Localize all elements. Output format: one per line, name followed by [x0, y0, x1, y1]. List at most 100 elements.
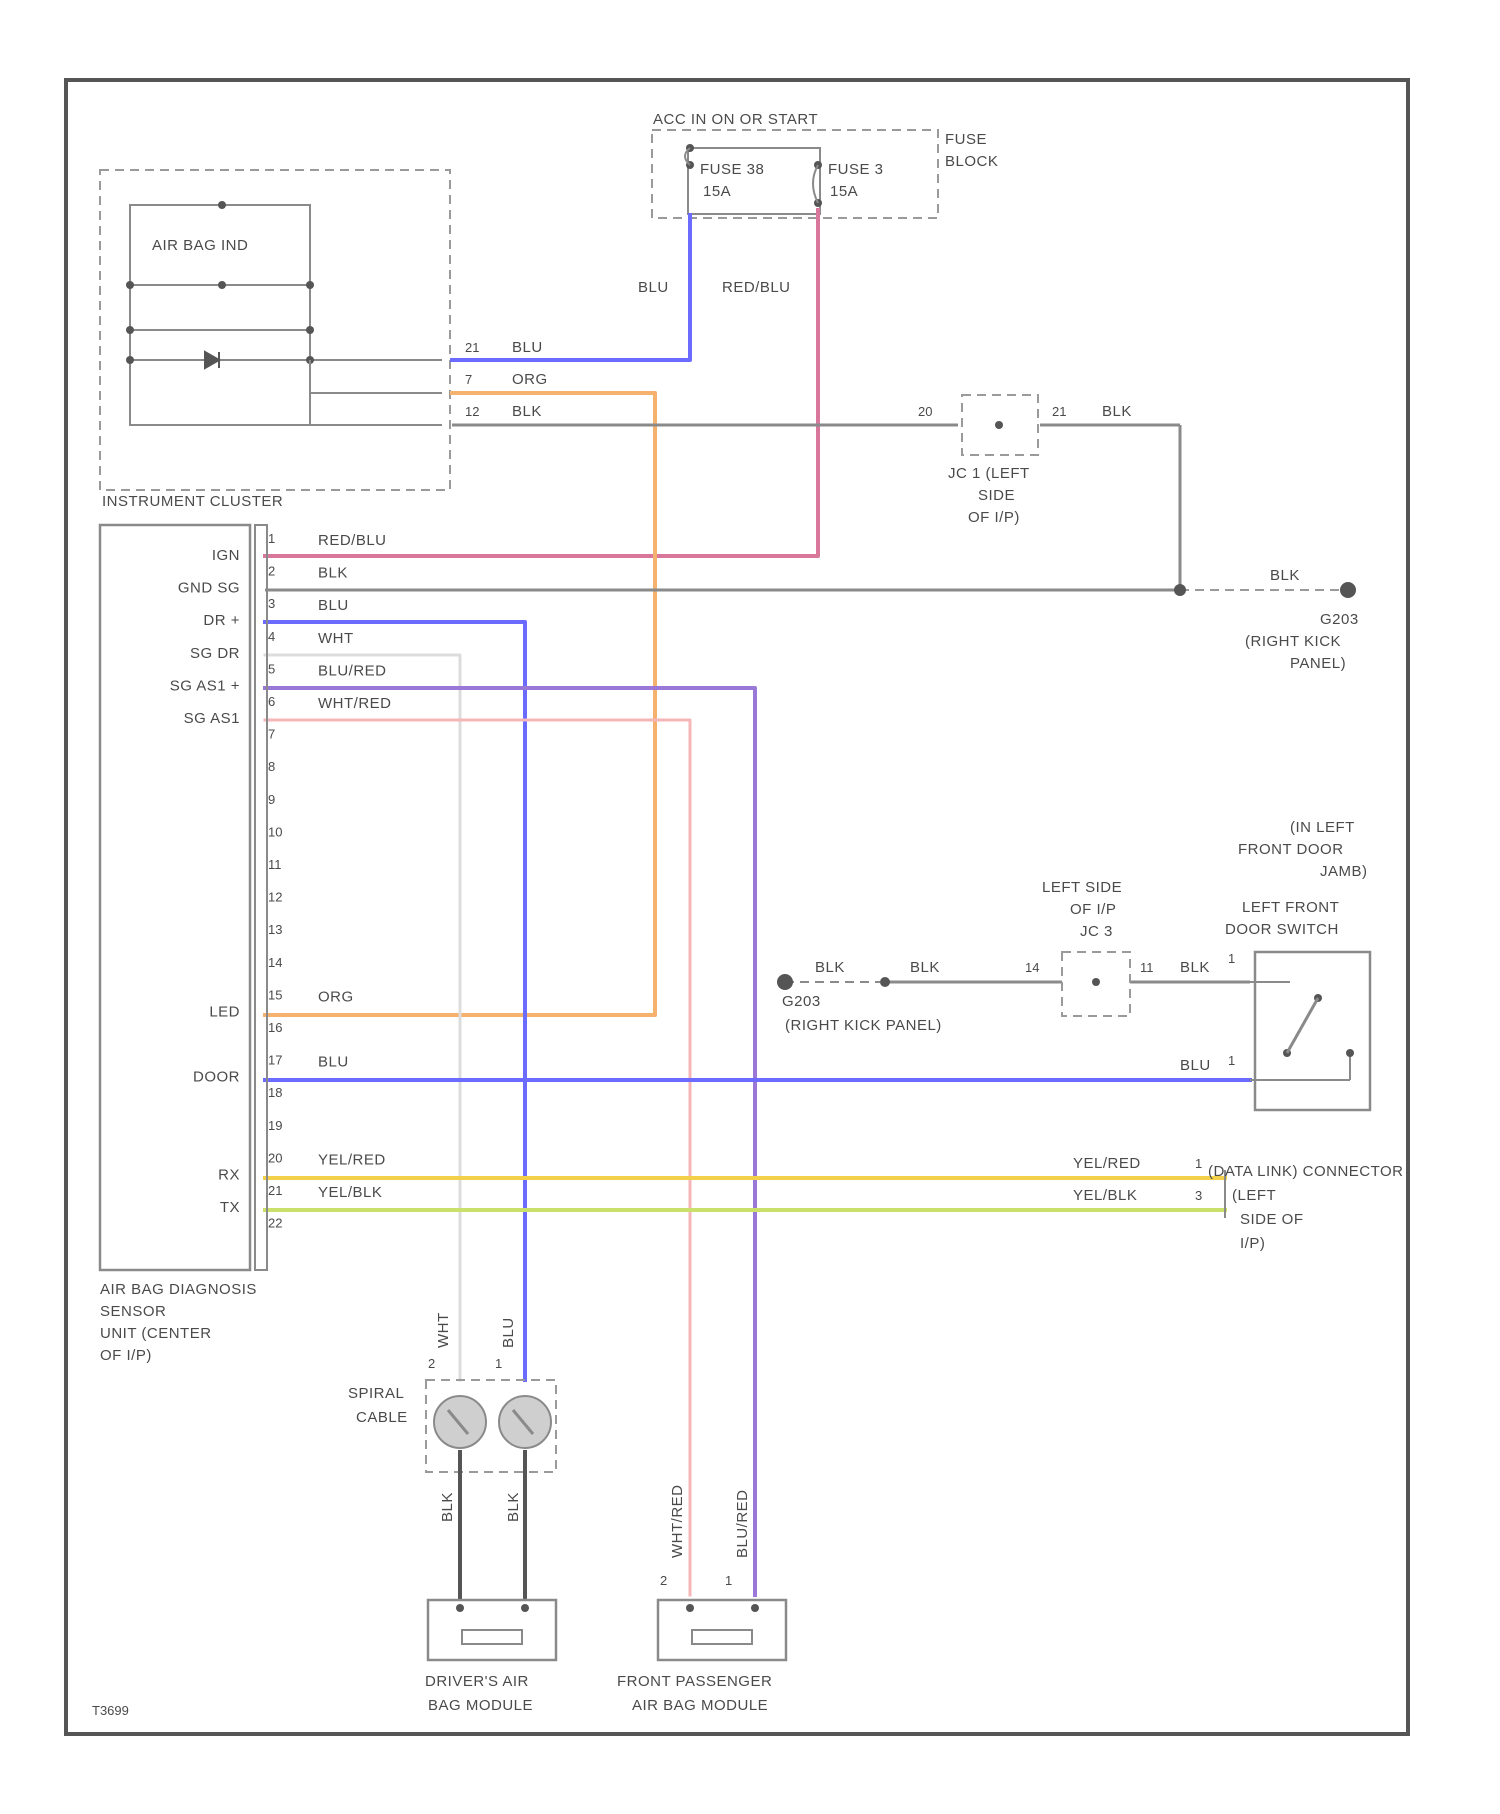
- sensor-terminal-number: 20: [268, 1150, 282, 1165]
- svg-text:JC 1 (LEFT: JC 1 (LEFT: [948, 465, 1030, 482]
- sensor-terminal-number: 8: [268, 759, 275, 774]
- svg-text:JC 3: JC 3: [1080, 923, 1113, 940]
- wire-label-power-blu: BLU: [638, 279, 669, 296]
- data-link-connector: YEL/RED YEL/BLK 1 3 (DATA LINK) CONNECTO…: [1073, 1155, 1404, 1252]
- jc1-connector: 20 21 BLK JC 1 (LEFT SIDE OF I/P): [918, 395, 1132, 526]
- sensor-terminal-row: 13: [268, 922, 282, 937]
- sensor-terminal-row: 7: [268, 727, 275, 742]
- sensor-terminal-number: 6: [268, 694, 275, 709]
- sensor-terminal-name: SG AS1 +: [170, 677, 240, 694]
- svg-text:WHT/RED: WHT/RED: [669, 1485, 686, 1559]
- ground-g203-upper: BLK G203 (RIGHT KICK PANEL): [1245, 567, 1359, 672]
- sensor-wire-label: WHT: [318, 630, 354, 647]
- left-front-door-switch: 1 1: [1228, 951, 1370, 1110]
- sensor-terminal-name: GND SG: [178, 580, 240, 597]
- svg-text:AIR BAG DIAGNOSIS: AIR BAG DIAGNOSIS: [100, 1281, 257, 1298]
- svg-text:1: 1: [1228, 1053, 1235, 1068]
- svg-text:DRIVER'S AIR: DRIVER'S AIR: [425, 1673, 529, 1690]
- sensor-terminal-row: 18: [268, 1085, 282, 1100]
- fuse-38: FUSE 38 15A: [685, 144, 764, 200]
- svg-text:BLU: BLU: [500, 1317, 517, 1348]
- svg-text:DOOR SWITCH: DOOR SWITCH: [1225, 921, 1339, 938]
- svg-text:BAG MODULE: BAG MODULE: [428, 1697, 533, 1714]
- svg-text:BLK: BLK: [1270, 567, 1300, 584]
- svg-text:PANEL): PANEL): [1290, 655, 1346, 672]
- svg-text:BLU/RED: BLU/RED: [734, 1489, 751, 1558]
- svg-text:OF I/P): OF I/P): [100, 1347, 152, 1364]
- sensor-terminal-name: DR +: [203, 612, 240, 629]
- svg-text:OF I/P): OF I/P): [968, 509, 1020, 526]
- svg-text:SPIRAL: SPIRAL: [348, 1385, 404, 1402]
- svg-text:YEL/BLK: YEL/BLK: [1073, 1187, 1137, 1204]
- svg-text:15A: 15A: [830, 183, 858, 200]
- sensor-terminal-number: 13: [268, 922, 282, 937]
- svg-text:CABLE: CABLE: [356, 1409, 408, 1426]
- sensor-terminal-row: 14: [268, 955, 282, 970]
- wire-blu-dr: [265, 622, 525, 1380]
- sensor-terminal-number: 19: [268, 1118, 282, 1133]
- ground-wires: [265, 425, 1356, 598]
- sensor-terminal-number: 12: [268, 890, 282, 905]
- sensor-terminal-number: 5: [268, 661, 275, 676]
- svg-text:(RIGHT KICK: (RIGHT KICK: [1245, 633, 1341, 650]
- svg-text:2: 2: [428, 1356, 435, 1371]
- power-header: ACC IN ON OR START: [653, 111, 818, 128]
- sensor-terminal-number: 7: [268, 727, 275, 742]
- sensor-terminal-number: 18: [268, 1085, 282, 1100]
- sensor-wire-label: BLU: [318, 597, 349, 614]
- svg-text:14: 14: [1025, 960, 1039, 975]
- figure-id: T3699: [92, 1703, 129, 1718]
- svg-text:JAMB): JAMB): [1320, 863, 1368, 880]
- sensor-wire-label: YEL/RED: [318, 1151, 386, 1168]
- sensor-terminal-number: 10: [268, 824, 282, 839]
- sensor-terminal-row: 3DR +BLU: [203, 596, 348, 629]
- passenger-air-bag-module: WHT/RED BLU/RED 2 1 FRONT PASSENGER AIR …: [617, 1485, 786, 1715]
- spiral-coil-right-icon: [499, 1396, 551, 1448]
- spiral-coil-left-icon: [434, 1396, 486, 1448]
- sensor-terminal-row: 9: [268, 792, 275, 807]
- svg-text:BLU: BLU: [1180, 1057, 1211, 1074]
- sensor-terminal-name: RX: [218, 1166, 240, 1183]
- svg-text:7: 7: [465, 372, 472, 387]
- sensor-wire-label: BLU: [318, 1054, 349, 1071]
- svg-text:BLK: BLK: [439, 1492, 456, 1522]
- sensor-terminal-number: 14: [268, 955, 282, 970]
- sensor-terminal-row: 10: [268, 824, 282, 839]
- svg-text:21: 21: [1052, 404, 1066, 419]
- instrument-cluster-label: INSTRUMENT CLUSTER: [102, 493, 283, 510]
- sensor-terminal-name: SG DR: [190, 645, 240, 662]
- svg-text:BLOCK: BLOCK: [945, 153, 998, 170]
- svg-text:(RIGHT KICK PANEL): (RIGHT KICK PANEL): [785, 1017, 942, 1034]
- svg-text:BLK: BLK: [1180, 959, 1210, 976]
- svg-text:21: 21: [465, 340, 479, 355]
- sensor-terminal-row: 11: [268, 857, 282, 872]
- svg-text:LEFT FRONT: LEFT FRONT: [1242, 899, 1339, 916]
- sensor-terminal-name: SG AS1: [184, 710, 240, 727]
- svg-text:SIDE: SIDE: [978, 487, 1015, 504]
- sensor-terminal-name: DOOR: [193, 1069, 240, 1086]
- sensor-terminal-name: LED: [209, 1003, 240, 1020]
- sensor-terminal-row: 19: [268, 1118, 282, 1133]
- svg-text:G203: G203: [1320, 611, 1359, 628]
- jc3-connector: 14 11: [1025, 952, 1154, 1016]
- sensor-terminal-number: 17: [268, 1053, 282, 1068]
- svg-text:15A: 15A: [703, 183, 731, 200]
- sensor-terminal-row: 8: [268, 759, 275, 774]
- svg-text:1: 1: [1228, 951, 1235, 966]
- sensor-wire-label: RED/BLU: [318, 532, 387, 549]
- svg-text:(DATA LINK) CONNECTOR: (DATA LINK) CONNECTOR: [1208, 1163, 1404, 1180]
- sensor-terminal-number: 21: [268, 1183, 282, 1198]
- wire-blured-sgas1: [265, 688, 755, 1595]
- svg-text:SENSOR: SENSOR: [100, 1303, 166, 1320]
- svg-text:BLU: BLU: [512, 339, 543, 356]
- svg-text:BLK: BLK: [815, 959, 845, 976]
- svg-text:1: 1: [1195, 1156, 1202, 1171]
- svg-text:(LEFT: (LEFT: [1232, 1187, 1276, 1204]
- sensor-terminal-row: 22: [268, 1216, 282, 1231]
- svg-text:BLK: BLK: [512, 403, 542, 420]
- sensor-terminal-name: TX: [220, 1199, 240, 1216]
- driver-air-bag-module: DRIVER'S AIR BAG MODULE: [425, 1600, 556, 1714]
